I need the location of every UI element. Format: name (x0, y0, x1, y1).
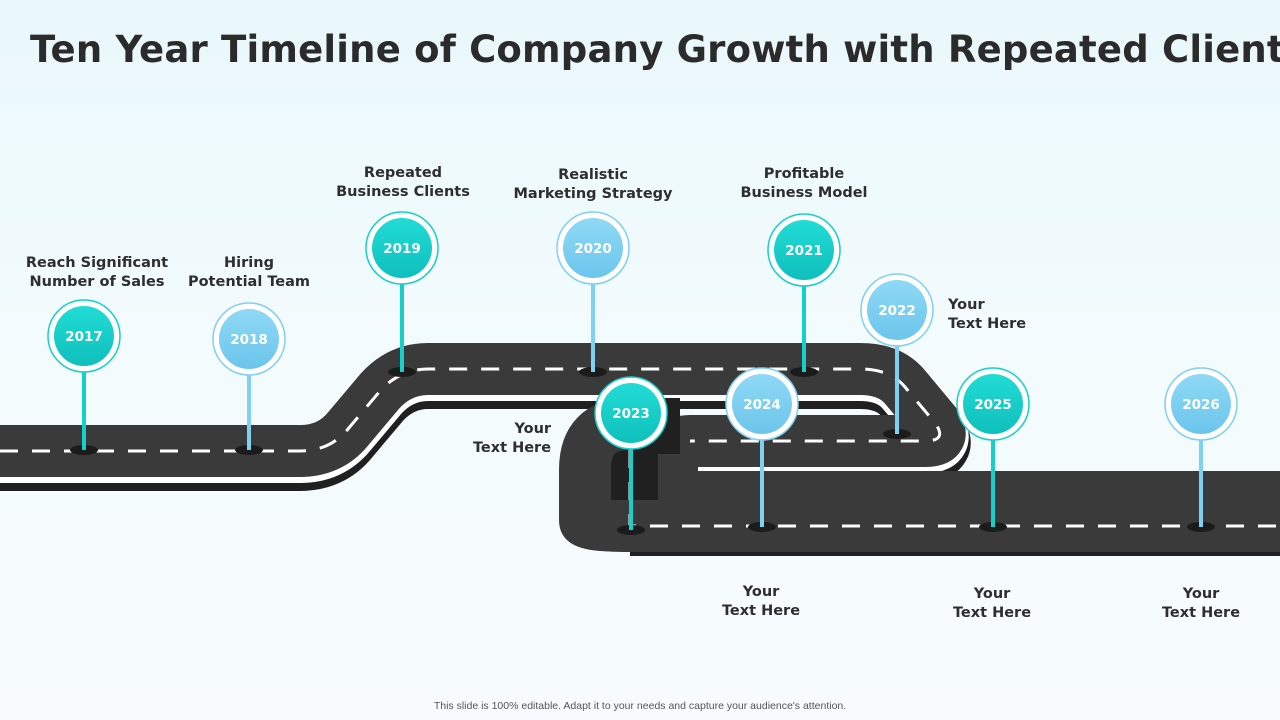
year-label-2017: 2017 (65, 329, 103, 345)
pin-disc-2019 (372, 218, 432, 278)
pin-disc-2021 (774, 220, 834, 280)
pin-disc-2020 (563, 218, 623, 278)
milestone-2017: 2017 (47, 299, 121, 455)
year-label-2024: 2024 (743, 397, 781, 413)
milestone-2020: 2020 (556, 211, 630, 377)
milestone-2026: 2026 (1164, 367, 1238, 532)
page-title: Ten Year Timeline of Company Growth with… (30, 28, 1280, 71)
footer-note: This slide is 100% editable. Adapt it to… (433, 700, 847, 712)
year-label-2022: 2022 (878, 303, 916, 319)
year-label-2025: 2025 (974, 397, 1012, 413)
year-label-2020: 2020 (574, 241, 612, 257)
milestone-pins: 2017 2018 2019 2020 2021 2022 2023 2024 2025 2026 (47, 211, 1238, 535)
year-label-2023: 2023 (612, 406, 650, 422)
year-label-2021: 2021 (785, 243, 823, 259)
milestone-2023: 2023 (594, 376, 668, 535)
milestone-2021: 2021 (767, 213, 841, 377)
pin-disc-2017 (54, 306, 114, 366)
year-label-2018: 2018 (230, 332, 268, 348)
pin-disc-2023 (601, 383, 661, 443)
pin-disc-2024 (732, 374, 792, 434)
pin-disc-2018 (219, 309, 279, 369)
pin-disc-2026 (1171, 374, 1231, 434)
pin-disc-2022 (867, 280, 927, 340)
milestone-2019: 2019 (365, 211, 439, 377)
milestone-2018: 2018 (212, 302, 286, 455)
milestone-2025: 2025 (956, 367, 1030, 532)
year-label-2019: 2019 (383, 241, 421, 257)
milestone-2024: 2024 (725, 367, 799, 532)
pin-disc-2025 (963, 374, 1023, 434)
year-label-2026: 2026 (1182, 397, 1220, 413)
milestone-2022: 2022 (860, 273, 934, 439)
